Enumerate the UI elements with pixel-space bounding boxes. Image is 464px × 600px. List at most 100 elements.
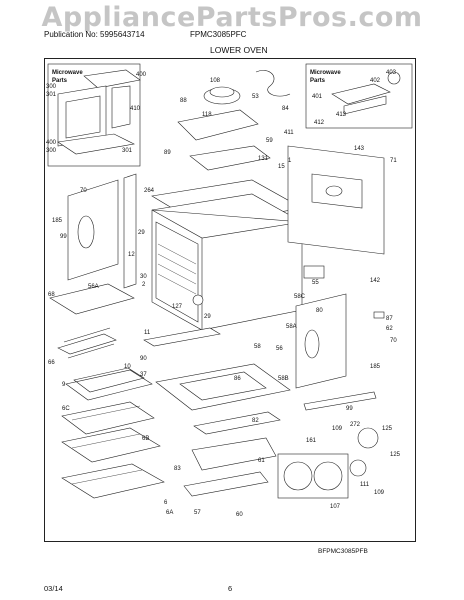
part-label: 99: [60, 234, 67, 240]
part-label: 111: [360, 482, 370, 488]
left-side-panel-opening: [77, 215, 95, 249]
part-label: 107: [330, 504, 341, 510]
part-label: 70: [80, 188, 87, 194]
section-title: LOWER OVEN: [210, 45, 268, 55]
diagram-frame: [44, 58, 416, 542]
part-label: 131: [258, 156, 269, 162]
part-label: 401: [312, 94, 323, 100]
lower-door-trim: [193, 411, 281, 435]
part-label: 6B: [142, 436, 149, 442]
model-number: FPMC3085PFC: [190, 30, 247, 39]
part-label: 125: [382, 426, 393, 432]
inset-left-title-1: Microwave: [52, 70, 83, 76]
part-label: 99: [346, 406, 353, 412]
part-label: 6: [164, 500, 168, 506]
part-label: 58C: [294, 294, 306, 300]
part-label: 55: [312, 280, 319, 286]
door-window-opening: [179, 371, 267, 401]
part-label: 118: [202, 112, 212, 118]
part-label: 58: [254, 344, 261, 350]
cooling-fan-right: [313, 461, 343, 491]
left-trim-strip: [123, 173, 137, 289]
rack-support-1: [157, 243, 197, 265]
oven-cavity-opening: [155, 221, 199, 323]
part-label: 185: [370, 364, 381, 370]
part-label: 58A: [286, 324, 297, 330]
exploded-parts-diagram: Microwave Parts Microwave Parts: [46, 63, 413, 518]
part-label: 402: [370, 78, 381, 84]
part-label: 11: [144, 330, 151, 336]
part-label: 88: [180, 98, 187, 104]
part-label: 57: [194, 510, 201, 516]
part-label: 109: [374, 490, 385, 496]
rack-support-4: [157, 273, 197, 295]
part-label: 29: [138, 230, 145, 236]
part-label: 300: [46, 84, 57, 90]
inset-left-top-panel: [83, 69, 141, 89]
part-label: 61: [258, 458, 265, 464]
part-label: 56A: [88, 284, 99, 290]
part-label: 68: [48, 292, 55, 298]
part-label: 6C: [62, 406, 70, 412]
part-label: 127: [172, 304, 183, 310]
inset-left-side-part: [111, 85, 131, 129]
footer-page-number: 6: [228, 584, 233, 593]
part-label: 410: [130, 106, 141, 112]
part-label: 37: [140, 372, 147, 378]
oven-rack-6a: [61, 463, 165, 499]
kick-panel: [183, 471, 269, 497]
inset-right-rail: [343, 95, 387, 115]
part-label: 87: [386, 316, 393, 322]
oven-cavity-top-edge: [151, 209, 303, 239]
part-label: 89: [164, 150, 171, 156]
rear-fan-opening: [325, 185, 343, 197]
broiler-pan: [65, 369, 153, 401]
oven-light-lens: [192, 294, 204, 306]
part-label: 62: [386, 326, 393, 332]
left-side-panel: [67, 179, 119, 281]
part-label: 413: [336, 112, 347, 118]
part-label: 6A: [166, 510, 173, 516]
rack-support-3: [157, 263, 197, 285]
part-label: 1: [288, 158, 292, 164]
part-label: 59: [266, 138, 273, 144]
door-frame: [155, 363, 291, 411]
part-label: 400: [46, 140, 57, 146]
cooling-fan-left: [283, 461, 313, 491]
rack-6c-wire: [71, 405, 141, 421]
part-label: 264: [144, 188, 155, 194]
part-label: 30: [140, 274, 147, 280]
part-label: 9: [62, 382, 66, 388]
drawing-code: BFPMC3085PFB: [318, 548, 368, 555]
lower-rail: [303, 391, 377, 411]
bottom-tray: [49, 283, 135, 315]
oven-rack-6c: [61, 401, 155, 435]
part-label: 108: [210, 78, 221, 84]
oven-rack-6b: [61, 427, 161, 463]
inset-right-title-1: Microwave: [310, 70, 341, 76]
part-label: 412: [314, 120, 325, 126]
bake-element: [57, 327, 117, 359]
heat-baffle: [189, 145, 271, 171]
part-label: 12: [128, 252, 135, 258]
part-label: 80: [316, 308, 323, 314]
fan-motor-top: [209, 86, 235, 98]
broil-trim: [143, 327, 221, 347]
inset-right-title-2: Parts: [310, 78, 326, 84]
vent-grille: [191, 437, 277, 471]
rack-6a-wire: [71, 469, 143, 485]
part-label: 109: [332, 426, 343, 432]
right-side-panel-opening: [304, 329, 320, 359]
part-label: 58B: [278, 376, 289, 382]
inset-right-knob: [387, 71, 401, 85]
cooling-fan-housing: [277, 453, 349, 499]
part-label: 83: [174, 466, 181, 472]
part-label: 400: [136, 72, 147, 78]
part-label: 29: [204, 314, 211, 320]
door-latch-bracket: [303, 265, 325, 279]
part-label: 10: [124, 364, 131, 370]
footer-date: 03/14: [44, 584, 63, 593]
part-label: 86: [234, 376, 241, 382]
part-label: 2: [142, 282, 146, 288]
part-label: 300: [46, 148, 57, 154]
